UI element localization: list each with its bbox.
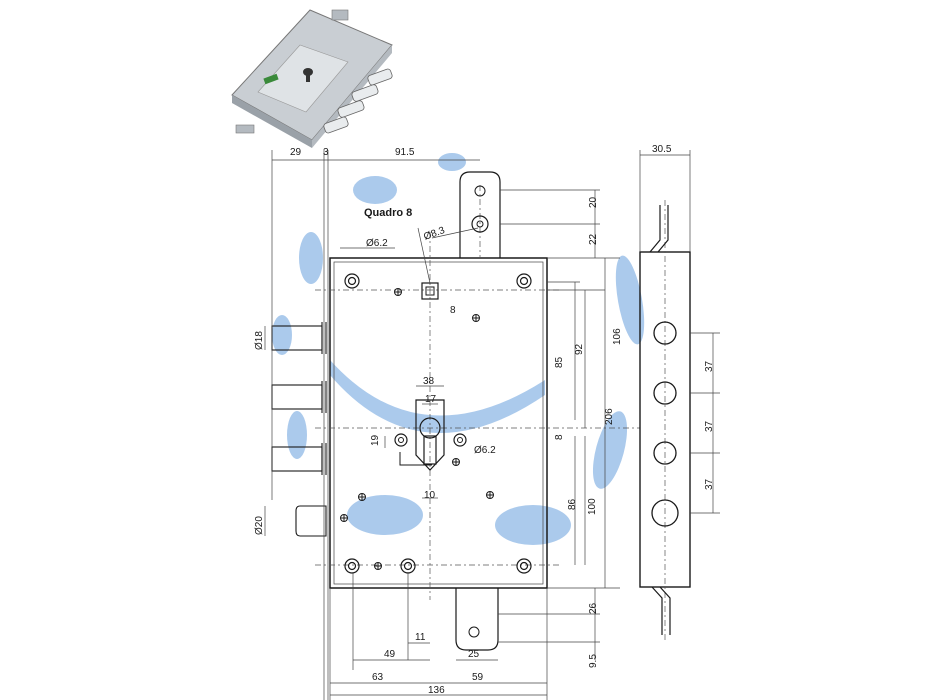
dim-8-square: 8 bbox=[450, 305, 456, 316]
dim-63: 63 bbox=[372, 672, 384, 683]
dim-10: 10 bbox=[424, 490, 436, 501]
dim-37-a: 37 bbox=[704, 360, 715, 372]
dim-38: 38 bbox=[423, 376, 435, 387]
dim-8-mid: 8 bbox=[554, 434, 565, 440]
dim-86: 86 bbox=[567, 498, 578, 510]
dim-20-bolt: Ø20 bbox=[254, 516, 265, 535]
dim-18: Ø18 bbox=[254, 331, 265, 350]
dim-49: 49 bbox=[384, 649, 396, 660]
dim-6-2-top: Ø6.2 bbox=[366, 238, 388, 249]
dim-59: 59 bbox=[472, 672, 484, 683]
dim-100: 100 bbox=[587, 498, 598, 515]
dimension-lines bbox=[264, 159, 620, 700]
dim-6-2-mid: Ø6.2 bbox=[474, 445, 496, 456]
watermark bbox=[272, 153, 645, 545]
lock-front-view bbox=[271, 150, 640, 700]
dim-22: 22 bbox=[588, 233, 599, 245]
dim-26: 26 bbox=[588, 602, 599, 614]
dim-8-3: Ø8.3 bbox=[422, 225, 447, 243]
dim-206: 206 bbox=[604, 408, 615, 425]
dim-136: 136 bbox=[428, 685, 445, 696]
dim-106: 106 bbox=[612, 328, 623, 345]
product-photo bbox=[231, 9, 393, 148]
dim-37-c: 37 bbox=[704, 478, 715, 490]
dim-30-5: 30.5 bbox=[652, 144, 672, 155]
dim-3: 3 bbox=[323, 147, 329, 158]
dim-92: 92 bbox=[574, 343, 585, 355]
dim-19: 19 bbox=[370, 434, 381, 446]
dim-25: 25 bbox=[468, 649, 480, 660]
dim-91-5: 91.5 bbox=[395, 147, 415, 158]
lock-side-view bbox=[639, 150, 720, 640]
dim-37-b: 37 bbox=[704, 420, 715, 432]
spindle-label: Quadro 8 bbox=[364, 207, 412, 219]
dim-29: 29 bbox=[290, 147, 302, 158]
dim-17: 17 bbox=[425, 394, 437, 405]
dim-9-5: 9.5 bbox=[588, 654, 599, 668]
dim-11: 11 bbox=[415, 632, 426, 643]
dim-20-top: 20 bbox=[588, 196, 599, 208]
dim-85: 85 bbox=[554, 356, 565, 368]
